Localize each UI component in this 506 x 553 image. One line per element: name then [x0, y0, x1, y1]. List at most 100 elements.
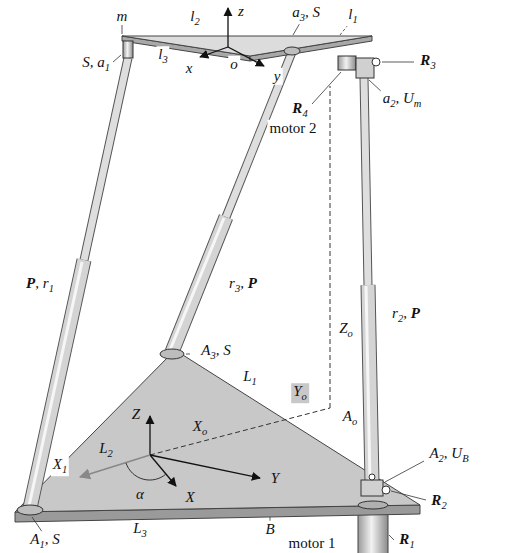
label-glyph: 4 [302, 108, 307, 119]
leader-line [382, 62, 414, 63]
part-label: X1 [51, 456, 69, 476]
label-glyph [93, 54, 97, 70]
moving-platform [122, 36, 380, 78]
part-label: P, r1 [24, 275, 56, 295]
label-glyph: l [348, 6, 352, 22]
leg-r3 [170, 52, 292, 352]
label-glyph: A [429, 445, 438, 461]
part-label: S, a1 [80, 54, 112, 74]
label-glyph: x [186, 60, 193, 76]
label-glyph: 2 [108, 448, 113, 459]
leader-line [113, 55, 121, 62]
label-glyph: m [414, 98, 422, 109]
label-glyph: , [444, 445, 448, 461]
label-glyph: 2 [439, 453, 444, 464]
base-plate-top [15, 350, 420, 512]
label-glyph [39, 275, 43, 291]
label-glyph: P [411, 305, 420, 321]
part-label: R1 [397, 531, 416, 551]
part-label: a2, Um [381, 90, 424, 110]
label-glyph: P [248, 275, 257, 291]
label-glyph [309, 4, 313, 20]
label-glyph: , [216, 342, 220, 358]
label-glyph: l [158, 46, 162, 62]
base-joints [17, 349, 390, 515]
leader-line [391, 491, 426, 500]
x1-axis-arrow [80, 455, 150, 477]
label-glyph: o [300, 535, 308, 551]
label-glyph: 1 [252, 376, 257, 387]
part-label: Ao [341, 408, 359, 428]
part-label: R4 [290, 100, 309, 120]
label-glyph: a [292, 4, 300, 20]
label-glyph: 2 [390, 98, 395, 109]
tube-highlight [170, 218, 224, 350]
label-glyph [407, 305, 411, 321]
part-label: Z [130, 406, 142, 423]
label-glyph: m [288, 535, 300, 551]
part-label: x [184, 60, 195, 77]
label-glyph: o [202, 426, 207, 437]
x-axis-arrow [200, 47, 228, 57]
label-glyph: 3 [210, 350, 215, 361]
label-glyph: S [312, 4, 320, 20]
zo-dashed-axis [330, 86, 331, 408]
z-axis-arrow [149, 416, 150, 455]
label-glyph: S [223, 342, 231, 358]
revolute-pin [369, 474, 375, 480]
label-glyph: o [352, 416, 357, 427]
part-label: L2 [97, 440, 115, 460]
leader-line [340, 25, 348, 35]
label-glyph [244, 275, 248, 291]
label-glyph: S [82, 54, 90, 70]
label-glyph: R [431, 492, 441, 508]
label-glyph: L [243, 368, 251, 384]
label-glyph: U [451, 445, 462, 461]
label-glyph: Y [271, 470, 279, 486]
rod-outline [364, 78, 368, 285]
label-glyph: , [240, 275, 244, 291]
base-frame-axes [80, 86, 330, 486]
label-glyph: , [305, 4, 309, 20]
label-glyph: o [312, 535, 320, 551]
leader-line [385, 461, 424, 482]
label-glyph: m [269, 120, 281, 136]
leader-line [186, 354, 190, 355]
label-glyph: 3 [300, 12, 305, 23]
label-glyph: X [53, 456, 62, 472]
rod [364, 78, 368, 285]
rod [226, 52, 292, 217]
label-glyph: X [193, 418, 202, 434]
label-glyph [448, 445, 452, 461]
label-glyph [324, 535, 328, 551]
part-label: B [263, 521, 276, 538]
part-label: r3, P [227, 275, 259, 295]
part-label: l2 [188, 8, 201, 28]
part-label: motor 1 [286, 535, 337, 552]
spherical-joint-A3 [160, 349, 184, 359]
label-glyph: R [399, 531, 409, 547]
label-glyph: l [190, 8, 194, 24]
leader-line [122, 25, 123, 34]
part-label: L3 [131, 520, 149, 540]
part-label: Yo [291, 383, 309, 403]
label-glyph: , [395, 90, 399, 106]
label-glyph: P [26, 275, 35, 291]
label-glyph: , [45, 531, 49, 547]
label-glyph: S [52, 531, 60, 547]
label-glyph: y [274, 68, 281, 84]
part-label: Zo [337, 320, 355, 340]
label-glyph: 1 [352, 14, 357, 25]
part-label: α [134, 486, 146, 503]
part-label: A1, S [28, 531, 61, 551]
label-glyph: , [90, 54, 94, 70]
label-glyph: L [99, 440, 107, 456]
label-glyph: α [136, 486, 144, 502]
label-glyph: R [420, 52, 430, 68]
alpha-arc [126, 463, 166, 480]
revolute-pin-R2 [382, 486, 390, 494]
tube [30, 260, 84, 508]
part-label: L1 [241, 368, 259, 388]
x-axis-arrow [150, 455, 176, 486]
